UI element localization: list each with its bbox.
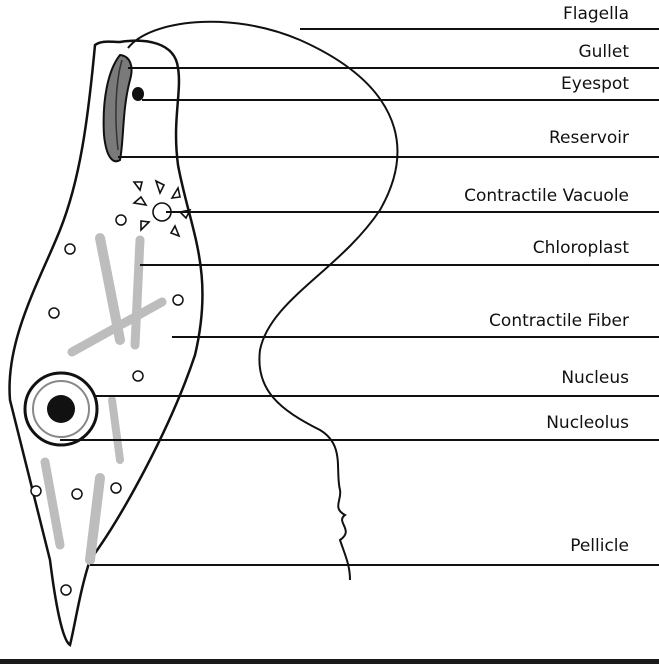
label-eyespot: Eyespot xyxy=(561,74,629,94)
leader-lines xyxy=(60,28,659,566)
label-pellicle: Pellicle xyxy=(570,536,629,556)
flagellum xyxy=(127,20,399,581)
eyespot xyxy=(132,87,144,101)
label-contractile-fiber: Contractile Fiber xyxy=(489,311,629,331)
label-contractile-vacuole: Contractile Vacuole xyxy=(464,186,629,206)
gullet xyxy=(102,53,133,163)
label-reservoir: Reservoir xyxy=(549,128,629,148)
cell-body xyxy=(8,39,204,647)
label-nucleus: Nucleus xyxy=(561,368,629,388)
label-nucleolus: Nucleolus xyxy=(546,413,629,433)
label-chloroplast: Chloroplast xyxy=(532,238,629,258)
reservoir xyxy=(115,59,123,151)
chloroplasts xyxy=(40,233,167,565)
label-flagella: Flagella xyxy=(562,4,629,24)
paramylon-granules xyxy=(30,214,184,596)
bottom-border xyxy=(0,659,659,664)
label-gullet: Gullet xyxy=(578,42,629,62)
nucleolus xyxy=(47,395,75,423)
nucleus-inner-ring xyxy=(32,380,90,438)
